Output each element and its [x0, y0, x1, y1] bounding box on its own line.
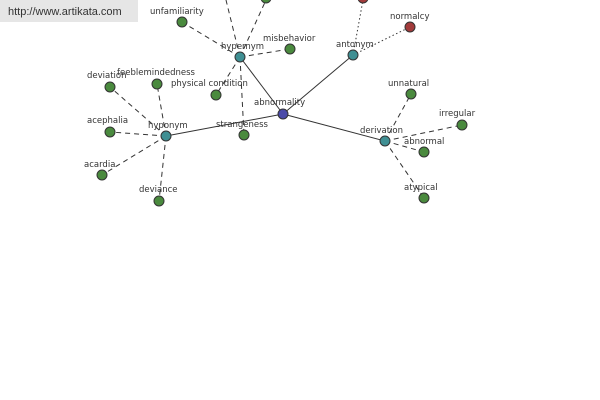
relation-nodes [160, 49, 391, 147]
edge-root-hyponym [165, 113, 284, 137]
label-physical-condition[interactable]: physical condition [171, 79, 248, 89]
word-node-physical-condition[interactable] [210, 89, 222, 101]
edge-hyponym-acephalia [109, 131, 167, 137]
edges [101, 0, 463, 202]
derivation-node[interactable] [379, 135, 391, 147]
word-node-unfamiliarity[interactable] [176, 16, 188, 28]
edge-root-derivation [282, 113, 386, 142]
offscreen-antonym-node[interactable] [357, 0, 369, 4]
site-url-text[interactable]: http://www.artikata.com [8, 6, 122, 18]
word-node-unnatural[interactable] [405, 88, 417, 100]
root-node-abnormality[interactable] [277, 108, 289, 120]
edge-hypernym-physical-condition [215, 56, 241, 96]
edge-derivation-abnormal [384, 140, 425, 153]
word-node-deviation[interactable] [104, 81, 116, 93]
edge-root-hypernym [239, 56, 284, 115]
edge-hypernym-unfamiliarity [181, 21, 241, 58]
label-misbehavior[interactable]: misbehavior [263, 34, 316, 44]
label-normalcy[interactable]: normalcy [390, 12, 430, 22]
edge-hyponym-deviance [158, 135, 167, 202]
word-node-acardia[interactable] [96, 169, 108, 181]
word-node-strangeness[interactable] [238, 129, 250, 141]
word-node-abnormal[interactable] [418, 146, 430, 158]
edge-hypernym-strangeness [239, 56, 245, 136]
hyponym-node[interactable] [160, 130, 172, 142]
edge-hyponym-deviation [109, 86, 167, 137]
label-strangeness[interactable]: strangeness [216, 120, 269, 130]
offscreen-nodes [260, 0, 369, 4]
label-antonym[interactable]: antonym [336, 40, 374, 50]
label-atypical[interactable]: atypical [404, 183, 438, 193]
edge-derivation-irregular [384, 124, 463, 142]
word-node-misbehavior[interactable] [284, 43, 296, 55]
label-irregular[interactable]: irregular [439, 109, 476, 119]
label-acephalia[interactable]: acephalia [87, 116, 128, 126]
edge-hyponym-acardia [101, 135, 167, 176]
word-node-atypical[interactable] [418, 192, 430, 204]
hypernym-node[interactable] [234, 51, 246, 63]
word-node-irregular[interactable] [456, 119, 468, 131]
label-abnormal[interactable]: abnormal [404, 137, 444, 147]
label-deviation[interactable]: deviation [87, 71, 127, 81]
node-labels: abnormality hypernym hyponym antonym der… [84, 7, 476, 195]
edge-root-antonym [282, 54, 354, 115]
edge-hypernym-offscreen-b [239, 0, 267, 58]
label-unnatural[interactable]: unnatural [388, 79, 429, 89]
edge-derivation-atypical [384, 140, 425, 199]
edge-antonym-offscreen [352, 0, 364, 56]
word-nodes [96, 16, 468, 207]
edge-hypernym-offscreen-a [225, 0, 241, 58]
label-derivation[interactable]: derivation [360, 126, 403, 136]
label-deviance[interactable]: deviance [139, 185, 178, 195]
label-abnormality[interactable]: abnormality [254, 98, 305, 108]
label-hypernym[interactable]: hypernym [221, 42, 264, 52]
word-node-deviance[interactable] [153, 195, 165, 207]
offscreen-word-node[interactable] [260, 0, 272, 4]
edge-antonym-normalcy [352, 26, 411, 56]
label-feeblemindedness[interactable]: feeblemindedness [117, 68, 196, 78]
label-unfamiliarity[interactable]: unfamiliarity [150, 7, 204, 17]
antonym-node[interactable] [347, 49, 359, 61]
site-url-banner[interactable]: http://www.artikata.com [0, 0, 138, 22]
label-acardia[interactable]: acardia [84, 160, 115, 170]
word-node-normalcy[interactable] [404, 21, 416, 33]
word-node-acephalia[interactable] [104, 126, 116, 138]
label-hyponym[interactable]: hyponym [148, 121, 188, 131]
word-node-feeblemindedness[interactable] [151, 78, 163, 90]
